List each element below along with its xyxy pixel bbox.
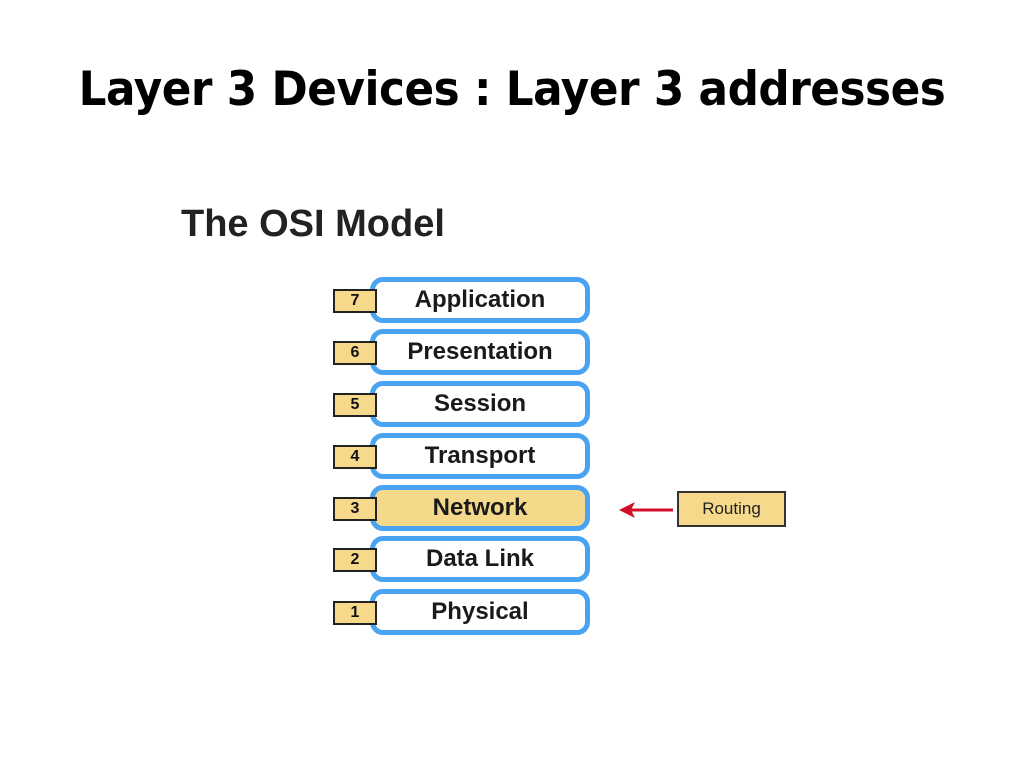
slide-title: Layer 3 Devices : Layer 3 addresses — [78, 62, 946, 117]
layer-number-3: 3 — [333, 497, 377, 521]
layer-network: Network — [370, 485, 590, 531]
layer-number-5: 5 — [333, 393, 377, 417]
layer-number-6: 6 — [333, 341, 377, 365]
layer-number-2: 2 — [333, 548, 377, 572]
layer-number-4: 4 — [333, 445, 377, 469]
layer-number-1: 1 — [333, 601, 377, 625]
layer-presentation: Presentation — [370, 329, 590, 375]
layer-application: Application — [370, 277, 590, 323]
layer-transport: Transport — [370, 433, 590, 479]
layer-session: Session — [370, 381, 590, 427]
diagram-title: The OSI Model — [181, 203, 445, 245]
arrow-left-icon — [619, 502, 673, 518]
routing-label: Routing — [677, 491, 786, 527]
layer-data-link: Data Link — [370, 536, 590, 582]
layer-physical: Physical — [370, 589, 590, 635]
layer-number-7: 7 — [333, 289, 377, 313]
